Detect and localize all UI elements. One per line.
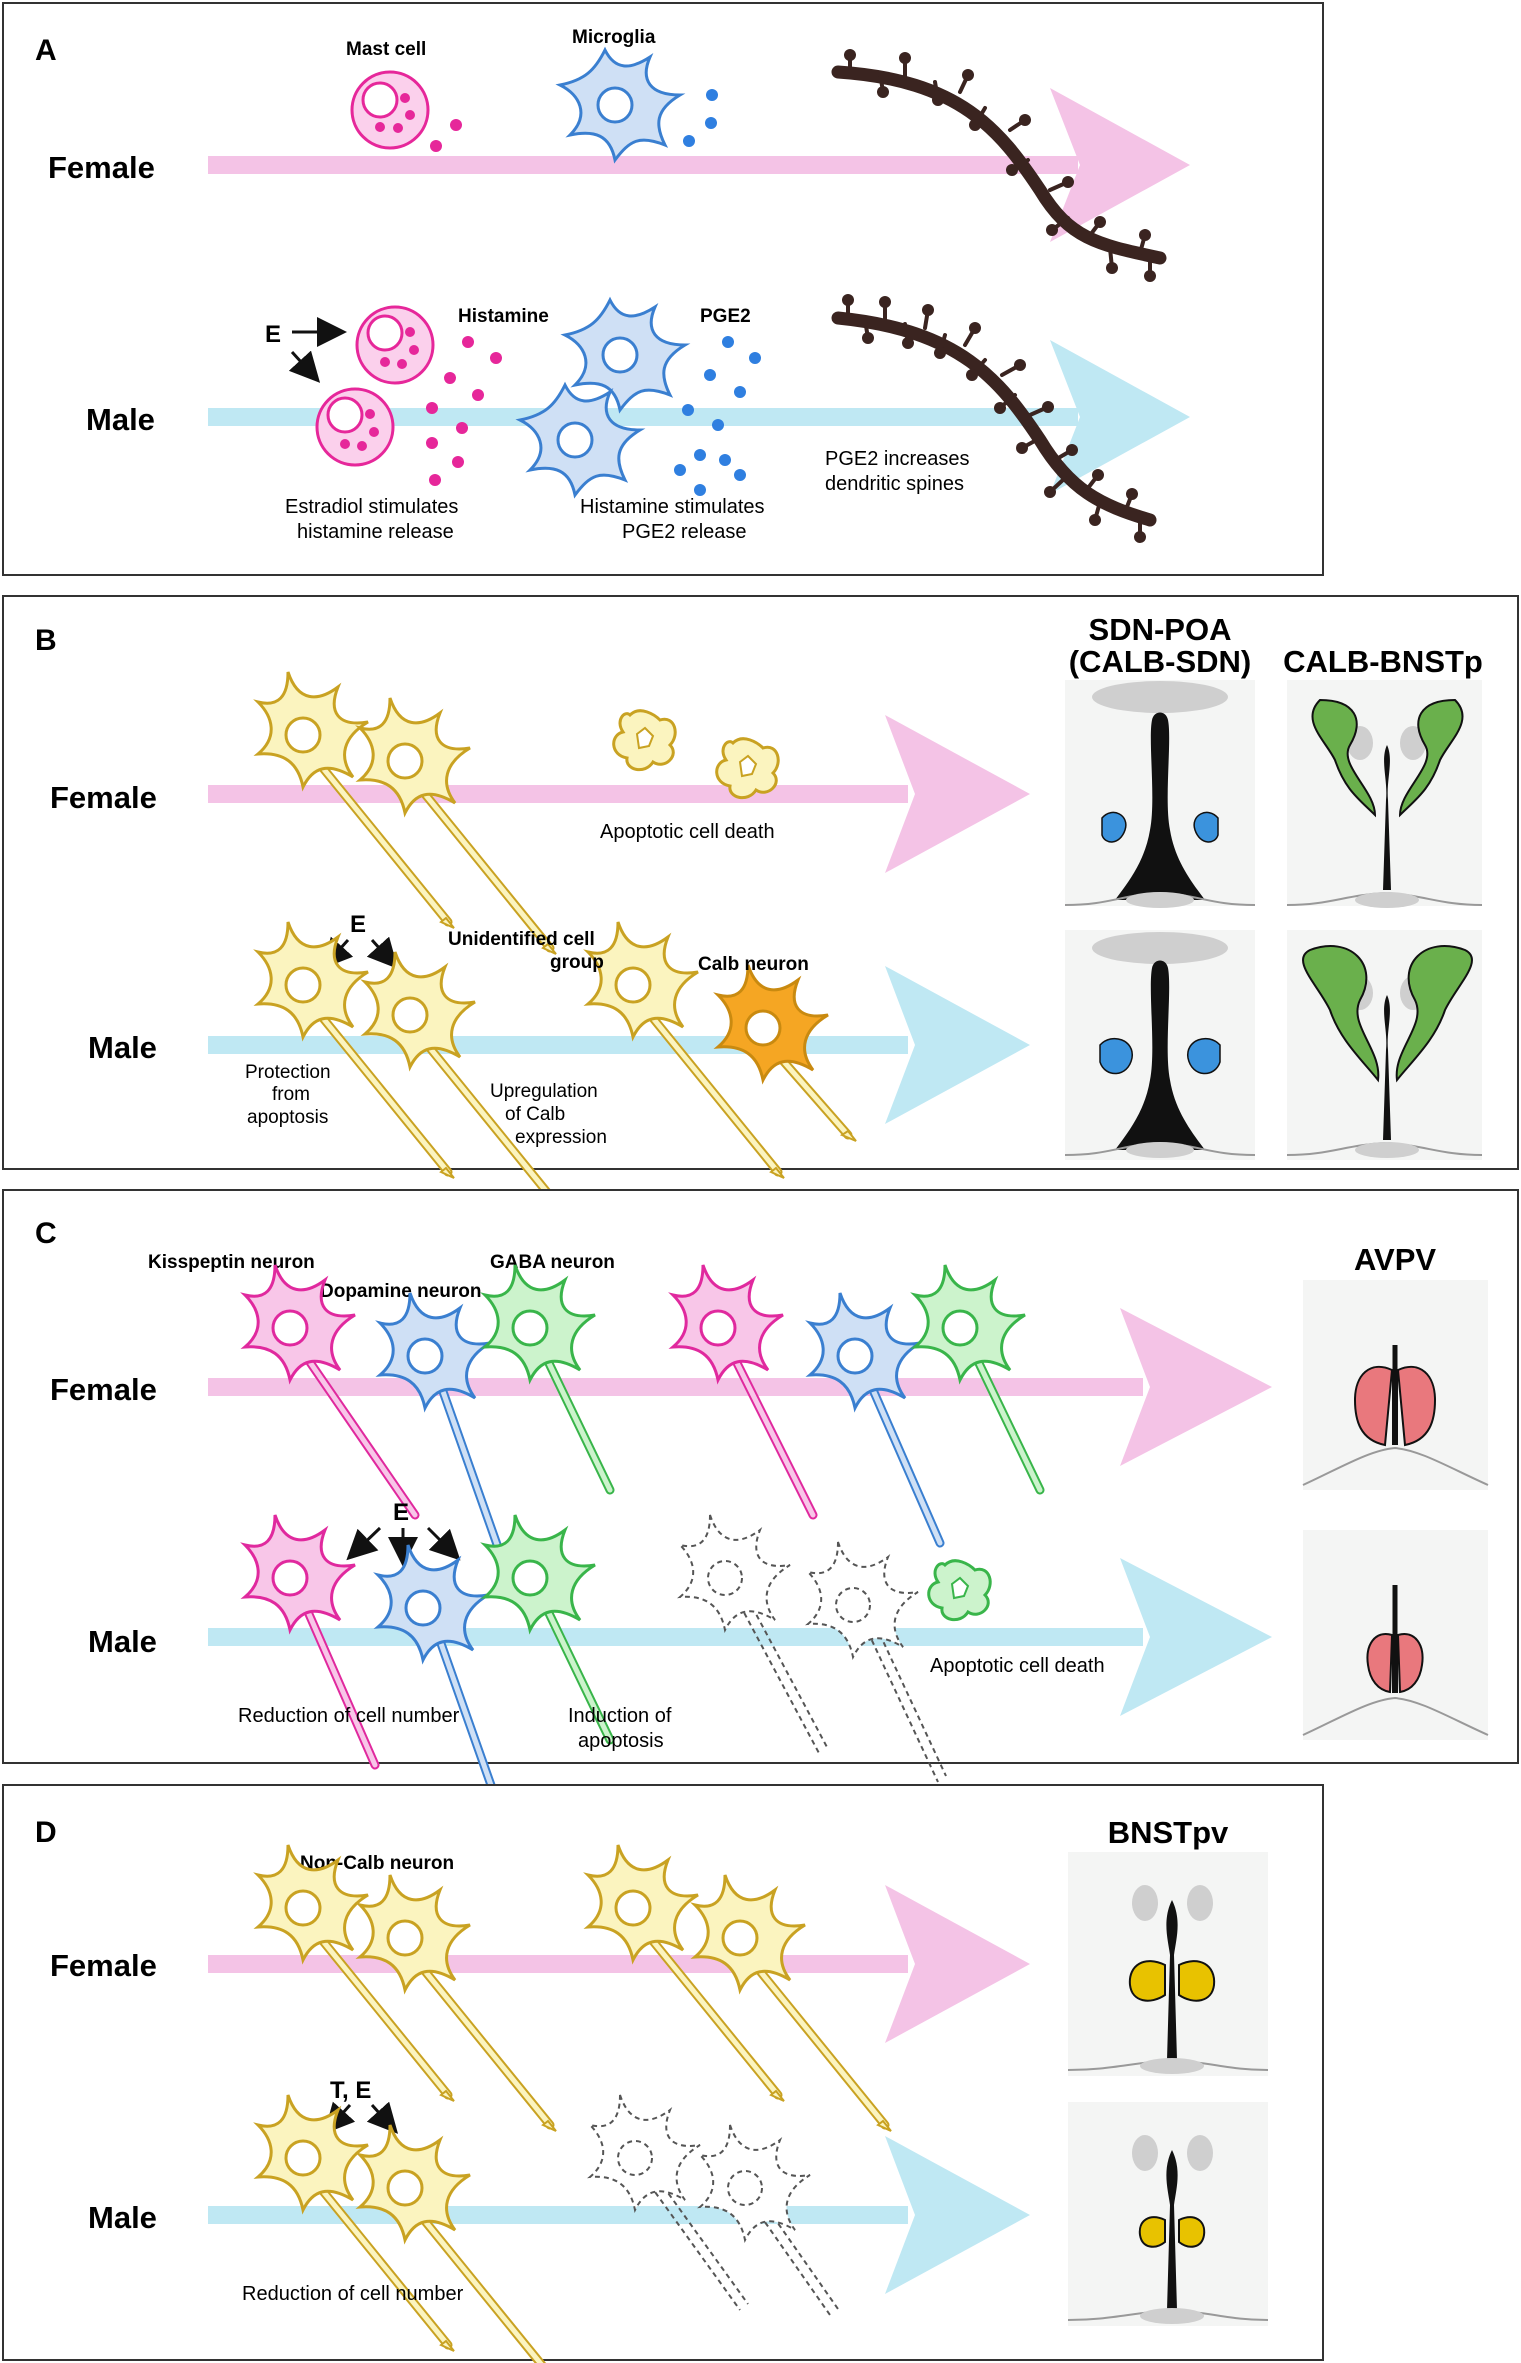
female-arrow-a [208, 88, 1190, 242]
microglia-male-2 [515, 381, 646, 499]
region-sdn-title-1: SDN-POA [1089, 612, 1232, 647]
male-label-a: Male [86, 402, 155, 437]
panel-c: C Kisspeptin neuron Dopamine neuron GABA… [2, 1189, 1519, 1810]
region-sdn-title-2: (CALB-SDN) [1069, 644, 1252, 679]
female-label-b: Female [50, 780, 157, 815]
apoptotic-cell [612, 709, 677, 772]
panel-b-letter: B [35, 624, 57, 657]
calb-neuron [713, 964, 857, 1142]
bnstpv-female-section [1067, 1852, 1269, 2076]
mast-cell-male-2 [315, 387, 395, 467]
male-arrow-a [208, 340, 1190, 494]
region-calb-bnstp-title: CALB-BNSTp [1283, 644, 1483, 679]
calb-neuron-label: Calb neuron [698, 954, 809, 975]
dendrite-female [831, 49, 1167, 282]
kisspeptin-label: Kisspeptin neuron [148, 1252, 315, 1273]
reduction-note-d: Reduction of cell number [242, 2283, 464, 2305]
panel-a: A Female Mast cell Microglia [2, 2, 1324, 576]
dopamine-label: Dopamine neuron [320, 1281, 482, 1302]
gaba-neuron [480, 1264, 615, 1495]
histamine-dots [426, 336, 502, 486]
histamine-label: Histamine [458, 306, 549, 327]
panel-c-letter: C [35, 1217, 57, 1250]
mast-cell-female [350, 70, 462, 152]
mast-cell-male-1 [355, 305, 435, 385]
calb-bnstp-female-section [1286, 680, 1483, 908]
estradiol-label-b: E [350, 911, 366, 938]
panel-a-letter: A [35, 34, 57, 67]
apoptotic-note-c: Apoptotic cell death [930, 1655, 1105, 1677]
induction-note-1: Induction of [568, 1705, 672, 1727]
ghost-neuron [804, 1541, 947, 1783]
estradiol-label-c: E [393, 1499, 409, 1526]
kisspeptin-neuron [240, 1514, 380, 1770]
avpv-female-section [1302, 1280, 1489, 1490]
hormone-label-d: T, E [330, 2077, 371, 2104]
panel-d: D Non-Calb neuron Female Male T, E [2, 1784, 1324, 2363]
ghost-neuron [676, 1514, 829, 1756]
dendrite-male [831, 294, 1157, 543]
unidentified-label-2: group [550, 952, 604, 973]
sdn-poa-female-section [1064, 680, 1256, 908]
male-label-c: Male [88, 1624, 157, 1659]
region-bnstpv-title: BNSTpv [1108, 1815, 1229, 1850]
calb-bnstp-male-section [1286, 930, 1483, 1160]
upregulation-note-3: expression [515, 1127, 607, 1148]
dopamine-neuron [373, 1544, 503, 1810]
avpv-male-section [1302, 1530, 1489, 1740]
pge2-note-2: dendritic spines [825, 473, 964, 495]
protection-note-1: Protection [245, 1062, 331, 1083]
apoptotic-cell [715, 737, 780, 800]
pge2-label: PGE2 [700, 306, 751, 327]
protection-note-3: apoptosis [247, 1107, 328, 1128]
male-label-d: Male [88, 2200, 157, 2235]
histamine-note-1: Histamine stimulates [580, 496, 765, 518]
kisspeptin-neuron [240, 1264, 420, 1520]
microglia-male-1 [560, 296, 691, 414]
sdn-poa-male-section [1064, 930, 1256, 1160]
gaba-neuron [910, 1264, 1045, 1495]
bnstpv-male-section [1067, 2102, 1269, 2326]
induction-note-2: apoptosis [578, 1730, 664, 1752]
pge2-dots [674, 336, 761, 496]
female-label-a: Female [48, 150, 155, 185]
region-avpv-title: AVPV [1354, 1242, 1436, 1277]
microglia-female [555, 46, 686, 164]
gaba-label: GABA neuron [490, 1252, 615, 1273]
histamine-note-2: PGE2 release [622, 521, 747, 543]
dopamine-neuron [805, 1292, 945, 1548]
upregulation-note-1: Upregulation [490, 1081, 598, 1102]
apoptotic-note-b: Apoptotic cell death [600, 821, 775, 843]
reduction-note-c: Reduction of cell number [238, 1705, 460, 1727]
protection-note-2: from [272, 1084, 310, 1105]
male-label-b: Male [88, 1030, 157, 1065]
kisspeptin-neuron [668, 1264, 818, 1520]
microglia-label: Microglia [572, 27, 656, 48]
ghost-neuron [586, 2094, 749, 2311]
panel-b: B Female Apoptotic cell death Male E [2, 595, 1519, 1208]
ghost-neuron [696, 2124, 839, 2316]
estradiol-note-2: histamine release [297, 521, 454, 543]
female-label-c: Female [50, 1372, 157, 1407]
estradiol-note-1: Estradiol stimulates [285, 496, 458, 518]
mast-cell-label: Mast cell [346, 39, 426, 60]
female-label-d: Female [50, 1948, 157, 1983]
gaba-neuron [480, 1514, 615, 1745]
apoptotic-cell [927, 1559, 992, 1622]
upregulation-note-2: of Calb [505, 1104, 565, 1125]
dopamine-neuron [375, 1292, 505, 1558]
unidentified-label-1: Unidentified cell [448, 929, 595, 950]
panel-d-letter: D [35, 1816, 57, 1849]
pge2-note-1: PGE2 increases [825, 448, 970, 470]
estradiol-label-a: E [265, 321, 281, 348]
